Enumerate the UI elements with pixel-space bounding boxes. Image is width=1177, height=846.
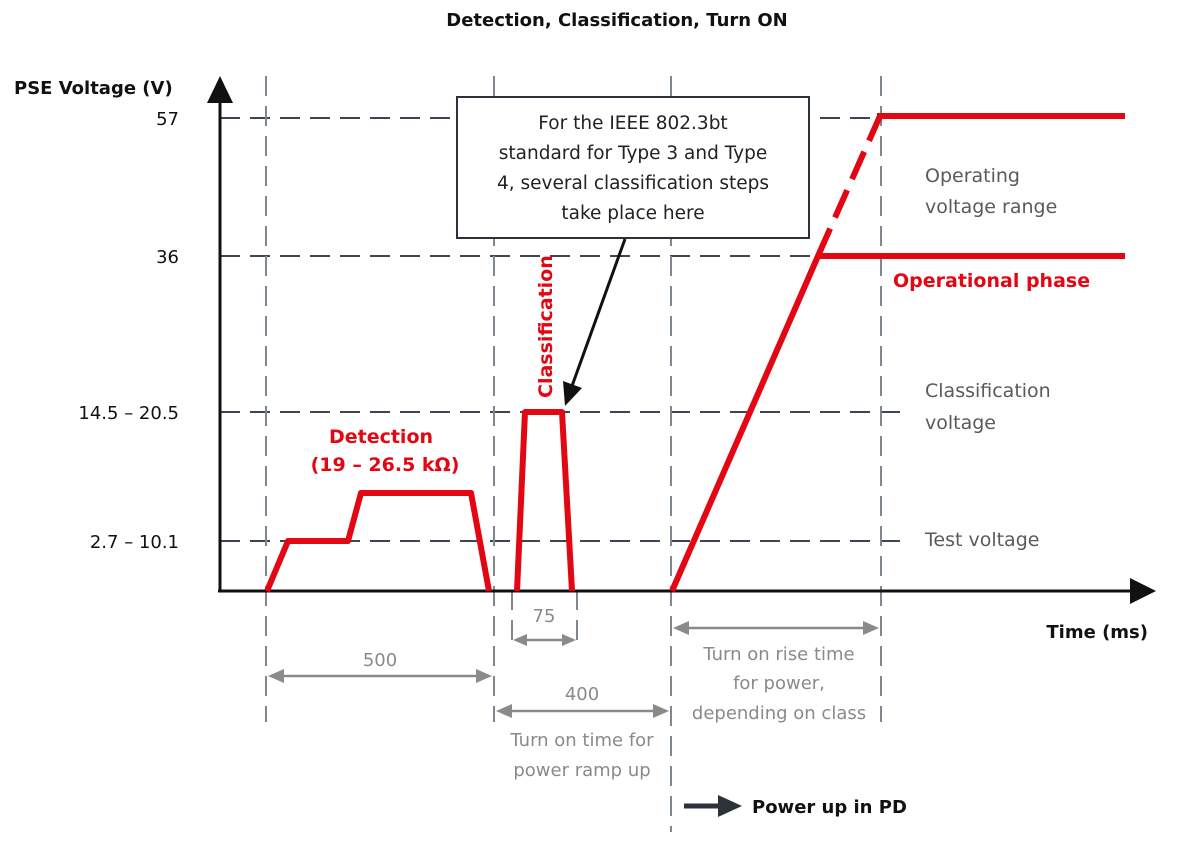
turn-on-time-label-2: power ramp up	[513, 760, 650, 781]
callout-pointer-arrowhead	[563, 381, 582, 406]
detection-waveform	[264, 490, 492, 593]
measure-75-right-arrow	[562, 634, 576, 646]
y-axis-arrowhead	[207, 76, 233, 103]
x-axis-label: Time (ms)	[1046, 622, 1148, 643]
diagram-title: Detection, Classification, Turn ON	[446, 10, 787, 31]
measure-400-label: 400	[565, 684, 599, 705]
y-tick-57: 57	[156, 109, 179, 130]
power-up-label: Power up in PD	[752, 797, 907, 818]
rise-time-label-2: for power,	[733, 673, 825, 694]
operating-range-ramp	[815, 114, 883, 258]
operating-range-label-2: voltage range	[925, 196, 1057, 218]
turn-on-time-label-1: Turn on time for	[509, 730, 654, 751]
test-voltage-label: Test voltage	[924, 529, 1039, 551]
classification-label: Classification	[535, 255, 557, 398]
operating-range-label-1: Operating	[925, 165, 1020, 187]
measure-500-left-arrow	[268, 669, 284, 683]
measure-500-right-arrow	[476, 669, 492, 683]
measure-75-label: 75	[533, 606, 556, 627]
y-axis-label: PSE Voltage (V)	[14, 78, 173, 99]
measure-rise-left-arrow	[673, 621, 689, 635]
measure-500-label: 500	[363, 650, 397, 671]
rise-time-label-3: depending on class	[692, 703, 866, 724]
y-tick-classification: 14.5 – 20.5	[78, 403, 179, 424]
callout-box	[456, 96, 810, 239]
detection-label-1: Detection	[329, 426, 433, 448]
callout-line-4: take place here	[561, 203, 704, 224]
measure-400-left-arrow	[496, 704, 512, 718]
callout-line-3: 4, several classification steps	[497, 173, 769, 194]
y-tick-test: 2.7 – 10.1	[90, 532, 179, 553]
measure-75-left-arrow	[513, 634, 527, 646]
classification-voltage-label-2: voltage	[925, 412, 996, 434]
callout-line-1: For the IEEE 802.3bt	[538, 113, 727, 134]
power-up-arrowhead	[718, 795, 742, 817]
measure-rise-right-arrow	[863, 621, 879, 635]
callout-line-2: standard for Type 3 and Type	[499, 143, 767, 164]
classification-voltage-label-1: Classification	[925, 380, 1051, 402]
callout-pointer	[570, 238, 627, 387]
rise-time-label-1: Turn on rise time	[702, 644, 854, 665]
operational-phase-label: Operational phase	[893, 270, 1090, 292]
x-axis-arrowhead	[1130, 578, 1156, 604]
classification-waveform	[514, 409, 575, 592]
y-tick-36: 36	[156, 247, 179, 268]
measure-400-right-arrow	[653, 704, 669, 718]
detection-label-2: (19 – 26.5 kΩ)	[311, 454, 460, 476]
